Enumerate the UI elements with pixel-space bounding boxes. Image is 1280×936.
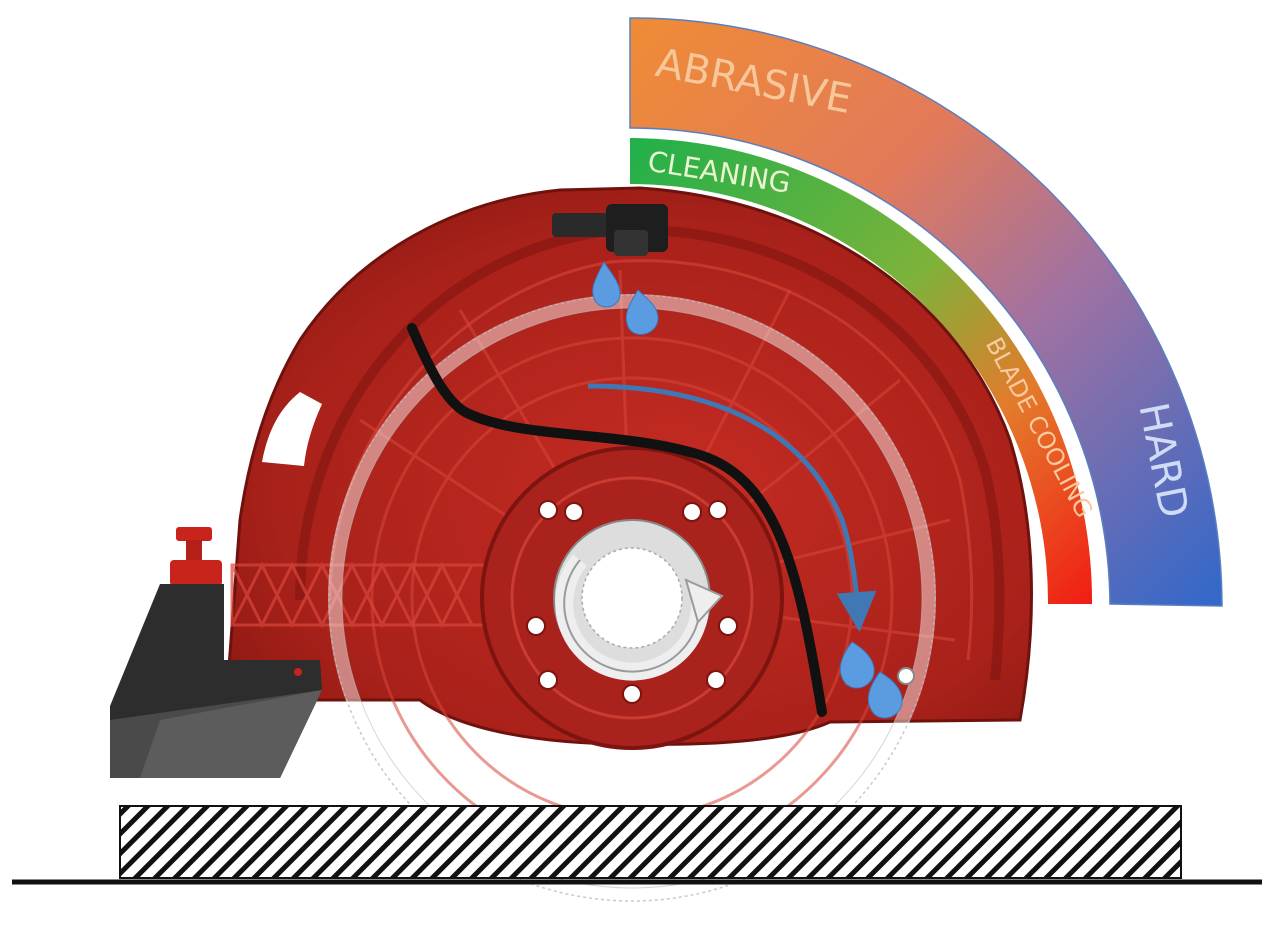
guard-rim	[295, 225, 1005, 681]
workpiece	[119, 805, 1182, 879]
base-shoe	[110, 584, 322, 778]
water-hose	[407, 323, 827, 717]
guard-window	[262, 392, 322, 466]
hub-bolt-holes	[526, 500, 738, 704]
cleaning-cooling-band	[630, 138, 1093, 604]
flow-arrow-icon	[587, 383, 877, 632]
guard-rib-ring	[328, 259, 974, 661]
hose-fitting-icon	[552, 204, 668, 256]
hub-flange-inner	[510, 476, 754, 720]
guard-nozzle	[897, 667, 915, 685]
arbor-center	[581, 547, 683, 649]
abrasive-hard-band	[629, 17, 1223, 607]
guard-lattice-arm	[230, 561, 494, 629]
water-drop-icon	[592, 260, 903, 719]
rotation-arrow-icon	[555, 554, 724, 681]
